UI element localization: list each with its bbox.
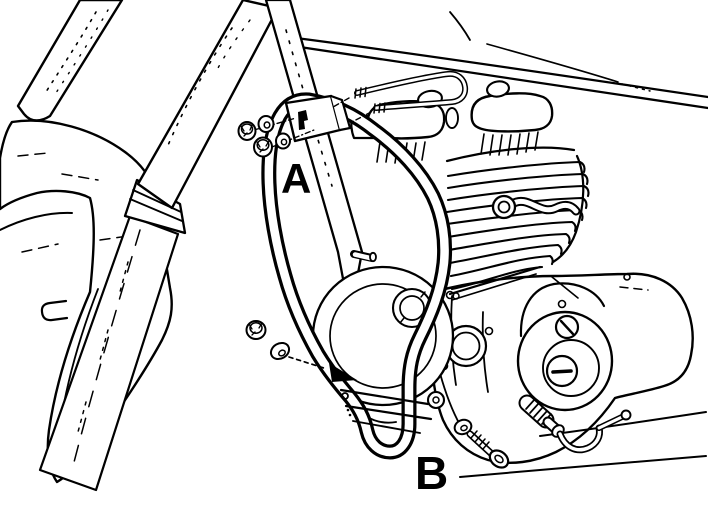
u-bolt [332,70,469,123]
mounting-bracket [284,94,352,143]
cable-line [486,43,619,83]
washer [257,115,275,133]
guard-lower-boss [426,390,446,410]
tank-edge-line [449,11,471,41]
mid-mounting-hardware [245,320,357,382]
fender-stay-tab [40,299,69,322]
alternator-cover [311,265,455,424]
fork-tube [136,0,280,210]
bottom-washer [453,418,473,436]
bottom-bolt [453,418,510,469]
bracket-slot [298,110,308,130]
cylinder-head [350,80,554,164]
washer [275,132,291,150]
lower-line-2 [459,455,707,478]
label-b: B [415,447,449,499]
frame-top-tube [291,11,708,110]
top-mounting-hardware [237,115,315,158]
valve-cover-right [470,92,554,133]
pointer-arrow [329,363,357,382]
label-a: A [281,155,312,202]
kick-starter [518,394,632,454]
spark-plug-cap [491,194,581,220]
fork-stanchion [16,0,124,122]
leader-line [288,356,328,370]
guard-mount-plate [339,388,433,434]
fork-slider [38,214,180,492]
clutch-cover [516,282,614,412]
engine-guard-tube [261,92,453,460]
